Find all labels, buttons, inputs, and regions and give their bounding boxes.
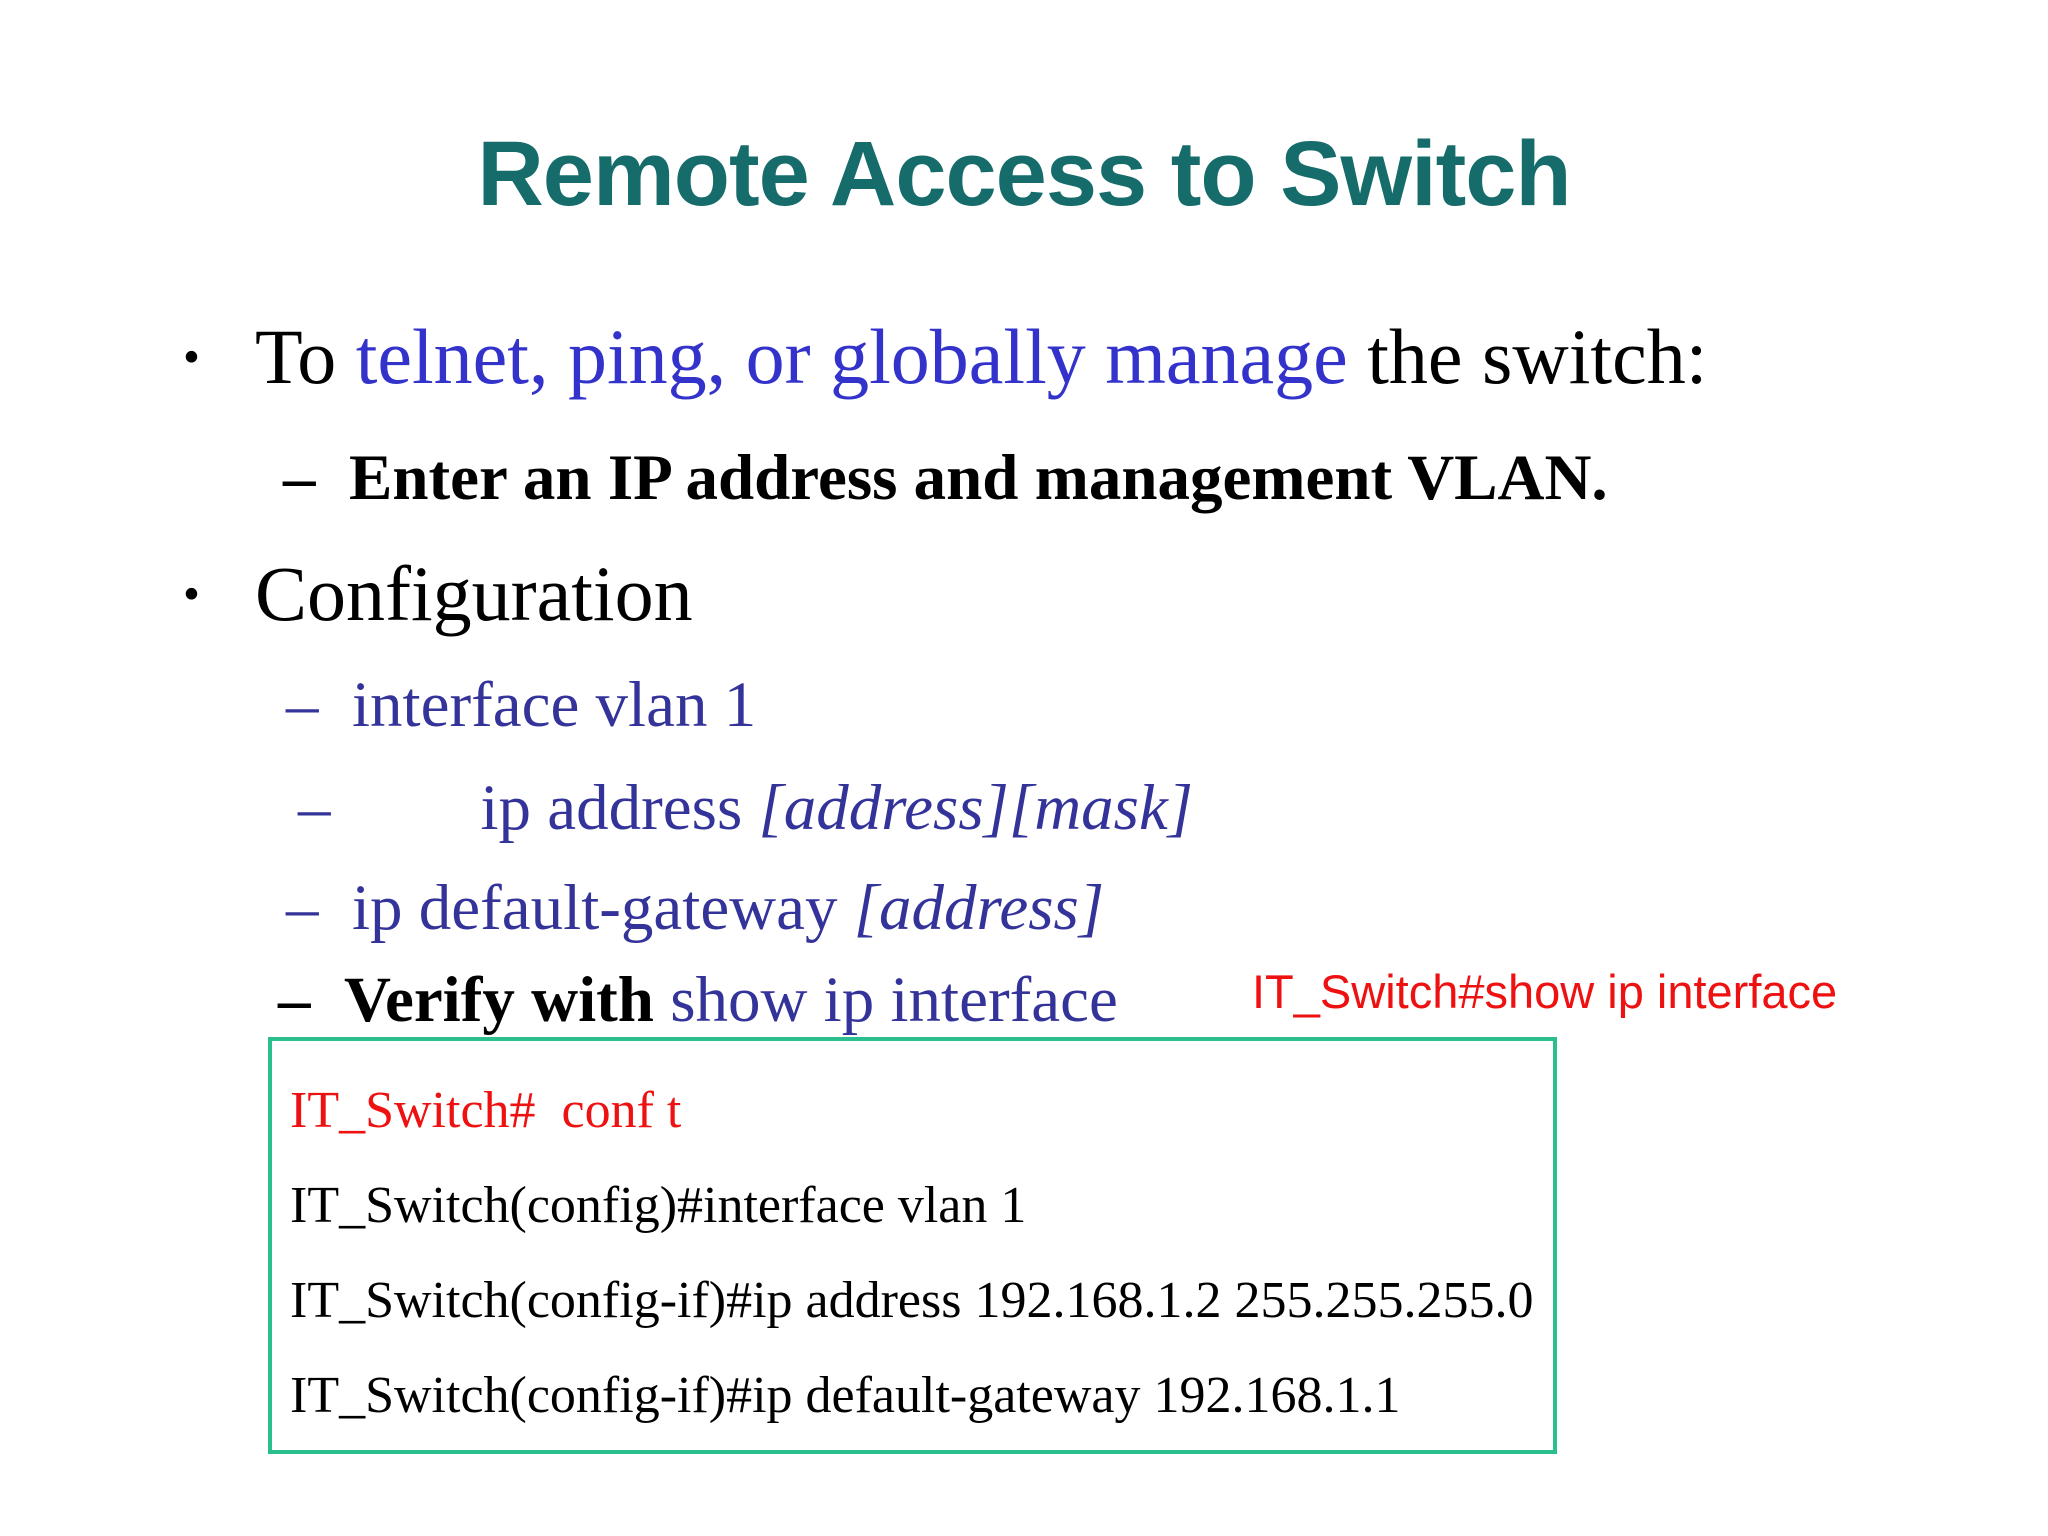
sub-bullet-enter-ip: –Enter an IP address and management VLAN… bbox=[283, 438, 1608, 519]
bullet-item-configuration: • Configuration bbox=[183, 545, 693, 643]
bullet-icon: • bbox=[183, 331, 200, 385]
command-text-default-gateway: ip default-gateway bbox=[352, 872, 854, 944]
bullet-text-post: the switch: bbox=[1347, 313, 1708, 400]
dash-icon: – bbox=[298, 772, 331, 844]
terminal-line-conf-t: IT_Switch# conf t bbox=[290, 1082, 682, 1139]
sub-bullet-default-gateway: –ip default-gateway [address] bbox=[286, 868, 1104, 949]
command-text-ip-address: ip address bbox=[448, 772, 759, 844]
verify-label: Verify with bbox=[344, 964, 671, 1036]
sub-bullet-ip-address: – ip address [address][mask] bbox=[298, 768, 1193, 849]
dash-icon: – bbox=[286, 669, 319, 741]
sub-bullet-interface-vlan: –interface vlan 1 bbox=[286, 665, 756, 746]
command-text-interface-vlan: interface vlan 1 bbox=[352, 669, 757, 741]
dash-icon: – bbox=[283, 442, 316, 514]
page-title: Remote Access to Switch bbox=[477, 123, 1571, 225]
annotation-show-ip-interface: IT_Switch#show ip interface bbox=[1252, 965, 1838, 1018]
verify-command: show ip interface bbox=[670, 964, 1118, 1036]
bullet-text-highlight: telnet, ping, or globally manage bbox=[355, 313, 1348, 400]
dash-icon: – bbox=[278, 964, 311, 1036]
terminal-line-interface-vlan: IT_Switch(config)#interface vlan 1 bbox=[290, 1177, 1027, 1234]
bullet-icon: • bbox=[183, 568, 200, 622]
sub-bullet-text: Enter an IP address and management VLAN. bbox=[349, 442, 1608, 514]
command-args-address-mask: [address][mask] bbox=[758, 772, 1194, 844]
terminal-line-default-gateway: IT_Switch(config-if)#ip default-gateway … bbox=[290, 1367, 1401, 1424]
command-args-address: [address] bbox=[853, 872, 1105, 944]
sub-bullet-verify: –Verify with show ip interface bbox=[278, 960, 1118, 1041]
bullet-text-pre: To bbox=[255, 313, 356, 400]
dash-icon: – bbox=[286, 872, 319, 944]
terminal-box: IT_Switch# conf t IT_Switch(config)#inte… bbox=[268, 1037, 1557, 1454]
bullet-item-remote-manage: • To telnet, ping, or globally manage the… bbox=[183, 308, 1707, 406]
bullet-text-configuration: Configuration bbox=[255, 550, 693, 637]
terminal-line-ip-address: IT_Switch(config-if)#ip address 192.168.… bbox=[290, 1272, 1534, 1329]
